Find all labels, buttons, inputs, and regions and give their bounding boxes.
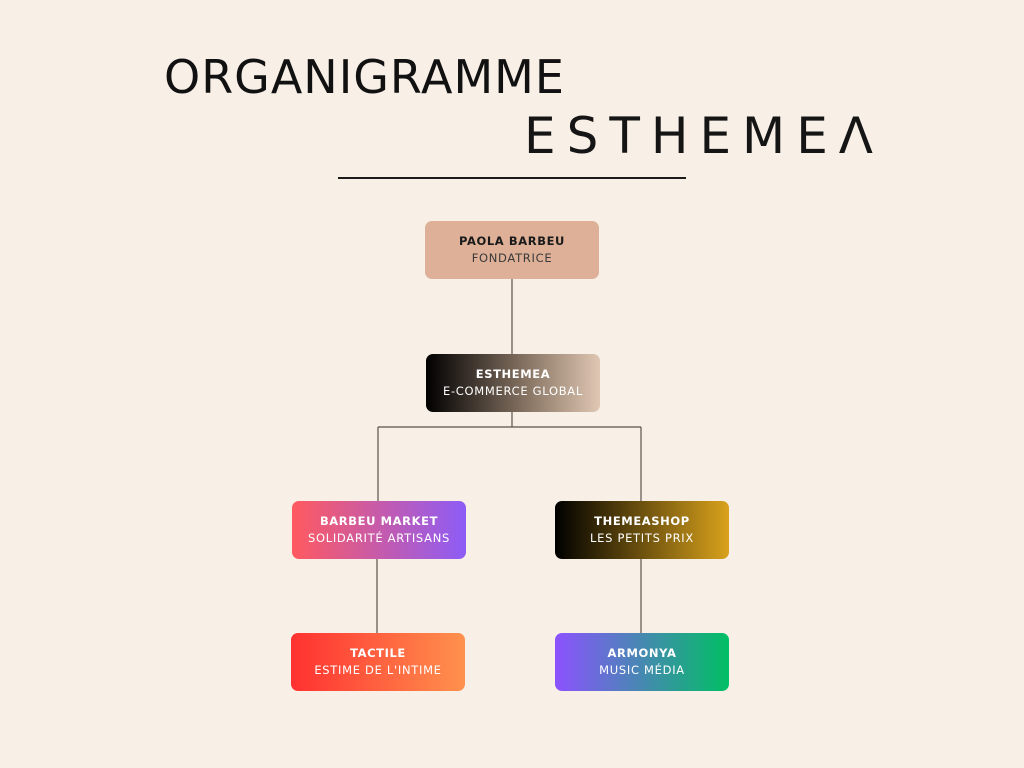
node-name: ARMONYA [607, 646, 677, 660]
node-role: E-COMMERCE GLOBAL [442, 384, 583, 398]
node-role: LES PETITS PRIX [590, 531, 694, 545]
node-name: TACTILE [350, 646, 406, 660]
node-name: THEMEASHOP [594, 514, 690, 528]
org-node-tactile: TACTILE ESTIME DE L'INTIME [291, 633, 465, 691]
brand-logo-text: ESTHEME [524, 107, 839, 165]
org-node-esthemea: ESTHEMEA E-COMMERCE GLOBAL [426, 354, 600, 412]
org-node-barbeu-market: BARBEU MARKET SOLIDARITÉ ARTISANS [292, 501, 466, 559]
org-node-themeashop: THEMEASHOP LES PETITS PRIX [555, 501, 729, 559]
node-role: ESTIME DE L'INTIME [314, 663, 442, 677]
node-name: ESTHEMEA [475, 367, 551, 381]
node-role: SOLIDARITÉ ARTISANS [307, 531, 451, 545]
node-name: PAOLA BARBEU [459, 234, 565, 248]
node-role: MUSIC MÉDIA [599, 663, 685, 677]
title-divider [338, 177, 686, 179]
node-role: FONDATRICE [471, 251, 553, 265]
org-node-armonya: ARMONYA MUSIC MÉDIA [555, 633, 729, 691]
brand-logo: ESTHEMEΛ [524, 108, 884, 164]
node-name: BARBEU MARKET [319, 514, 439, 528]
brand-logo-last-letter: Λ [838, 107, 885, 165]
org-node-paola-barbeu: PAOLA BARBEU FONDATRICE [425, 221, 599, 279]
page-title: ORGANIGRAMME [164, 50, 565, 104]
